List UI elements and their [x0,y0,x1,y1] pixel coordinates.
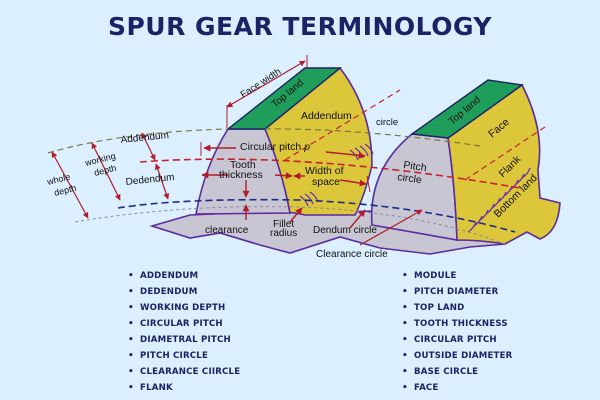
label-clearance: clearance [205,225,249,236]
terms-list-left: •ADDENDUM •DEDENDUM •WORKING DEPTH •CIRC… [128,268,240,396]
label-tooth-thickness-1: Tooth [230,159,256,171]
label-circular-pitch: Circular pitch p [240,141,310,153]
label-addendum-face: Addendum [301,110,352,122]
label-addendum: Addendum [120,130,169,146]
label-fillet-radius-1: Fillet [273,219,294,230]
tooth-2-top-land [410,79,524,139]
tooth-2-front [370,133,458,241]
dedendum-circle-line [117,198,516,233]
term-item: •DIAMETRAL PITCH [128,335,231,345]
label-dedendum: Dedendum [125,172,175,188]
term-item: •TOOTH THICKNESS [402,319,508,329]
term-item: •PITCH CIRCLE [128,351,209,361]
term-item: •CIRCULAR PITCH [402,335,497,345]
spur-gear-diagram: Face width Top land Addendum circle Top … [45,55,561,260]
addendum-circle-line [47,128,481,154]
label-addendum-circle: circle [376,117,398,128]
label-pitch-circle-2: circle [397,171,423,186]
term-item: •CLEARANCE CIIRCLE [128,367,241,377]
term-item: •TOP LAND [402,303,465,313]
term-item: •FLANK [128,383,173,393]
label-dendum-circle: Dendum circle [313,225,377,236]
term-item: •FACE [402,383,439,393]
page-title: SPUR GEAR TERMINOLOGY [107,12,493,41]
pitch-circle-line [139,158,521,189]
term-item: •PITCH DIAMETER [402,287,499,297]
term-item: •WORKING DEPTH [128,303,226,313]
term-item: •ADDENDUM [128,271,199,281]
label-pitch-circle-1: Pitch [403,159,428,174]
label-clearance-circle: Clearance circle [316,249,388,260]
label-width-of-space-2: space [312,176,340,188]
term-item: •CIRCULAR PITCH [128,319,223,329]
label-whole-depth-2: depth [53,183,77,198]
term-item: •OUTSIDE DIAMETER [402,351,513,361]
term-item: •DEDENDUM [128,287,198,297]
term-item: •MODULE [402,271,457,281]
label-tooth-thickness-2: thickness [219,169,263,181]
label-width-of-space-1: Width of [305,165,344,177]
tooth-2-face [447,83,561,245]
terms-list-right: •MODULE •PITCH DIAMETER •TOP LAND •TOOTH… [402,268,512,396]
term-item: •BASE CIRCLE [402,367,479,377]
clearance-circle-line [74,206,506,245]
label-fillet-radius-2: radius [270,228,297,239]
